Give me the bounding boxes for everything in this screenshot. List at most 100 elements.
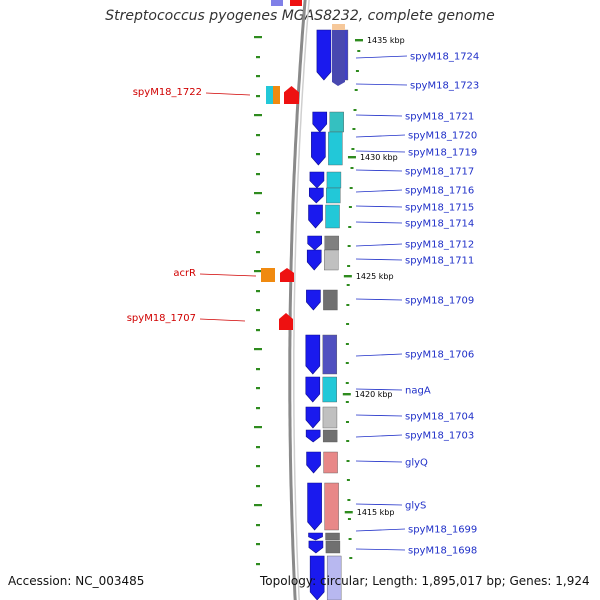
outer-tick-mark [256, 56, 260, 59]
forward-gene-arrow [307, 482, 322, 531]
inner-tick-mark [349, 557, 353, 559]
gene-label: spyM18_1706 [405, 350, 474, 361]
gene-label-leader [355, 169, 403, 172]
gene-label-leader [355, 353, 403, 357]
outer-tick-mark [254, 348, 262, 351]
kbp-label: 1420 kbp [355, 390, 393, 399]
gene-label: spyM18_1703 [405, 431, 474, 442]
regulatory-feature-orange [261, 268, 275, 282]
inner-tick-mark [347, 245, 351, 247]
inner-tick-mark [345, 421, 349, 423]
forward-gene-arrow [308, 532, 323, 541]
inner-tick-mark [348, 538, 352, 540]
outer-tick-mark [254, 114, 262, 117]
gene-label: spyM18_1698 [408, 546, 477, 557]
inner-tick-mark [346, 284, 350, 286]
inner-tick-mark [353, 109, 357, 111]
kbp-tick [344, 511, 353, 514]
gene-label: spyM18_1709 [405, 296, 474, 307]
reverse-gene-box [322, 334, 338, 375]
outer-tick-mark [254, 426, 262, 429]
inner-tick-mark [345, 343, 349, 345]
forward-gene-arrow [306, 249, 322, 271]
inner-tick-mark [357, 50, 361, 52]
genome-title: Streptococcus pyogenes MGAS8232, complet… [105, 8, 495, 24]
gene-label: glyS [405, 501, 426, 512]
gene-label-leader [355, 460, 403, 463]
forward-gene-arrow [305, 429, 321, 443]
reverse-gene-box [326, 187, 341, 204]
regulatory-feature-red [279, 313, 293, 330]
kbp-label: 1415 kbp [357, 508, 395, 517]
inner-tick-mark [352, 128, 356, 130]
regulatory-leader [205, 92, 251, 96]
forward-gene-arrow [306, 289, 321, 311]
regulatory-feature-red [284, 86, 299, 104]
gene-label-leader [355, 414, 403, 417]
reverse-gene-box [323, 289, 338, 311]
reverse-gene-box [322, 429, 338, 443]
gene-label: spyM18_1699 [408, 525, 477, 536]
reverse-gene-box [326, 555, 342, 600]
gene-label-leader [355, 205, 403, 208]
gene-label: spyM18_1723 [410, 81, 479, 92]
outer-tick-mark [256, 309, 260, 312]
outer-tick-mark [256, 95, 260, 98]
inner-tick-mark [349, 187, 353, 189]
kbp-tick [342, 393, 351, 396]
inner-tick-mark [347, 499, 351, 501]
regulatory-leader [199, 318, 246, 322]
gene-label: spyM18_1720 [408, 131, 477, 142]
outer-tick-mark [256, 75, 260, 78]
right-strand-gene-arrow [332, 30, 345, 86]
inner-tick-mark [345, 382, 349, 384]
reverse-gene-box [322, 406, 338, 429]
outer-tick-mark [254, 270, 262, 273]
gene-label-leader [355, 134, 406, 138]
gene-label-leader [355, 528, 406, 532]
gene-label-leader [355, 221, 403, 224]
gene-label-leader [355, 55, 408, 59]
inner-tick-mark [351, 148, 355, 150]
regulatory-feature-cyan [266, 86, 273, 104]
gene-label-leader [355, 150, 406, 153]
gene-label: spyM18_1714 [405, 219, 474, 230]
gene-label-leader [355, 189, 403, 193]
forward-gene-arrow [309, 171, 325, 189]
inner-tick-mark [347, 265, 351, 267]
gene-label-leader [355, 83, 408, 86]
gene-label-leader [355, 388, 403, 391]
gene-label: spyM18_1712 [405, 240, 474, 251]
regulatory-feature-orange [273, 86, 280, 104]
reverse-gene-box [323, 451, 338, 474]
gene-label-leader [355, 243, 403, 247]
inner-tick-mark [346, 323, 350, 325]
regulatory-leader [199, 273, 257, 277]
outer-tick-mark [254, 36, 262, 39]
forward-gene-arrow [305, 376, 321, 403]
inner-tick-mark [348, 226, 352, 228]
gene-label: glyQ [405, 458, 428, 469]
outer-tick-mark [256, 446, 260, 449]
outer-tick-mark [256, 563, 260, 566]
outer-tick-mark [256, 485, 260, 488]
top-regulatory-fragment [290, 0, 302, 6]
reverse-gene-box [325, 204, 340, 229]
outer-tick-mark [256, 212, 260, 215]
gene-label: spyM18_1715 [405, 203, 474, 214]
inner-tick-mark [346, 479, 350, 481]
outer-tick-mark [254, 192, 262, 195]
forward-gene-arrow [305, 406, 321, 429]
kbp-tick [347, 156, 356, 159]
reverse-gene-box [329, 111, 344, 133]
gene-label: nagA [405, 386, 431, 397]
kbp-label: 1435 kbp [367, 36, 405, 45]
outer-tick-mark [256, 134, 260, 137]
topology-label: Topology: circular; Length: 1,895,017 bp… [260, 574, 590, 588]
outer-tick-mark [256, 153, 260, 156]
inner-tick-mark [345, 362, 349, 364]
gene-label-leader [355, 258, 403, 261]
gene-label-leader [355, 548, 406, 551]
outer-tick-mark [256, 524, 260, 527]
gene-label: spyM18_1716 [405, 186, 474, 197]
